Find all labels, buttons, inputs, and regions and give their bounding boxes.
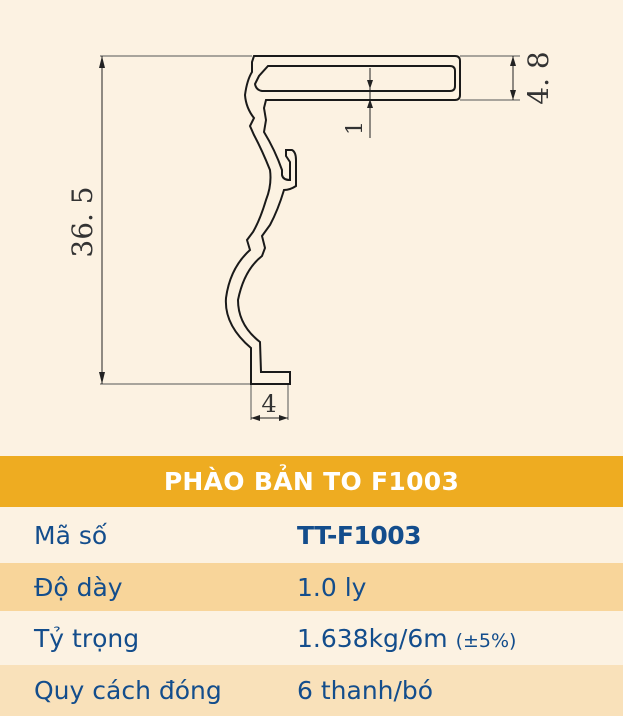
product-title: PHÀO BẢN TO F1003 — [0, 456, 623, 507]
spec-label: Quy cách đóng — [34, 676, 222, 705]
spec-tolerance: (±5%) — [455, 629, 517, 652]
spec-value: TT-F1003 — [297, 520, 422, 550]
spec-value: 6 thanh/bó — [297, 676, 434, 705]
spec-row-code: Mã số TT-F1003 — [0, 507, 623, 563]
spec-label: Mã số — [34, 520, 108, 550]
spec-value: 1.0 ly — [297, 572, 367, 602]
spec-row-weight: Tỷ trọng 1.638kg/6m (±5%) — [0, 611, 623, 665]
spec-table: PHÀO BẢN TO F1003 Mã số TT-F1003 Độ dày … — [0, 456, 623, 716]
dim-height-total: 36. 5 — [66, 186, 99, 257]
spec-label: Độ dày — [34, 572, 123, 602]
profile-cross-section-diagram: 36. 5 4. 8 1 4 — [66, 51, 555, 421]
dim-bottom-width: 4 — [261, 390, 276, 418]
dim-wall-thickness: 1 — [343, 121, 368, 135]
profile-drawing: 36. 5 4. 8 1 4 — [66, 51, 555, 421]
spec-value: 1.638kg/6m — [297, 623, 448, 653]
spec-label: Tỷ trọng — [34, 623, 140, 653]
spec-row-thickness: Độ dày 1.0 ly — [0, 563, 623, 611]
dim-top-height: 4. 8 — [522, 51, 555, 104]
spec-row-packing: Quy cách đóng 6 thanh/bó — [0, 665, 623, 716]
spec-value-wrap: 1.638kg/6m (±5%) — [297, 624, 623, 653]
